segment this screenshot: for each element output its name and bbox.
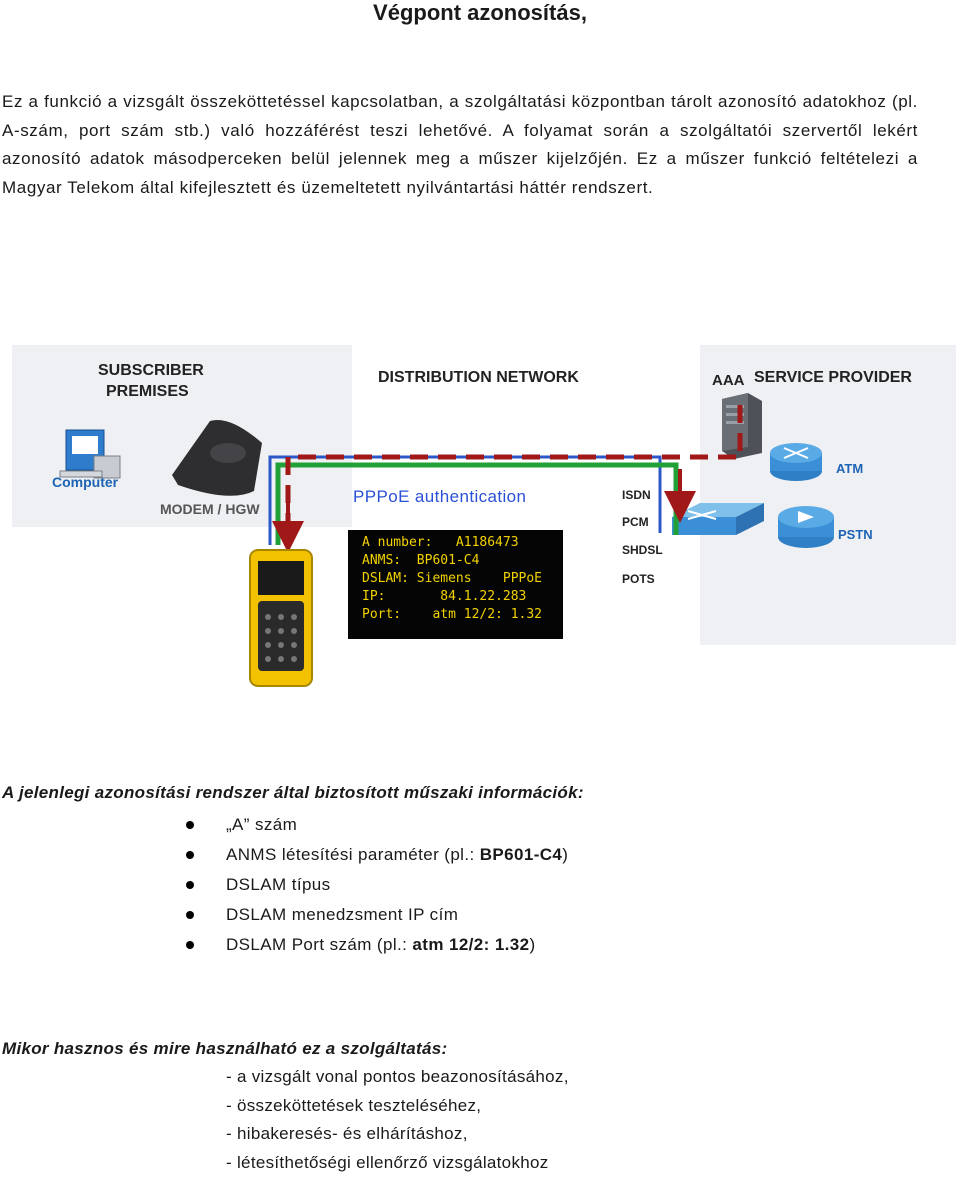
list-item: - a vizsgált vonal pontos beazonosításáh… — [226, 1063, 569, 1092]
bullet-icon — [186, 821, 194, 829]
lcd-dslam: DSLAM: Siemens PPPoE — [362, 570, 563, 588]
info-dslam-type: DSLAM típus — [226, 870, 331, 900]
aaa-label: AAA — [712, 372, 745, 389]
bullet-icon — [186, 851, 194, 859]
info-anms-example: BP601-C4 — [480, 845, 563, 864]
info-anms-prefix: ANMS létesítési paraméter (pl.: — [226, 845, 480, 864]
list-item: - hibakeresés- és elhárításhoz, — [226, 1120, 569, 1149]
pstn-router-icon — [778, 506, 834, 548]
atm-label: ATM — [836, 461, 863, 476]
handheld-tester-icon — [250, 550, 312, 686]
bullet-icon — [186, 911, 194, 919]
info-heading: A jelenlegi azonosítási rendszer által b… — [2, 783, 584, 803]
pppoe-label: PPPoE authentication — [353, 487, 526, 507]
modem-label: MODEM / HGW — [160, 501, 260, 517]
list-item: „A” szám — [0, 810, 960, 840]
lcd-ip: IP: 84.1.22.283 — [362, 588, 563, 606]
pcm-label: PCM — [622, 515, 649, 529]
intro-paragraph: Ez a funkció a vizsgált összeköttetéssel… — [2, 88, 918, 202]
info-dslam-ip: DSLAM menedzsment IP cím — [226, 900, 458, 930]
bullet-icon — [186, 881, 194, 889]
usage-list: - a vizsgált vonal pontos beazonosításáh… — [226, 1063, 569, 1177]
list-item: - létesíthetőségi ellenőrző vizsgálatokh… — [226, 1149, 569, 1177]
atm-router-icon — [770, 443, 822, 481]
page-title: Végpont azonosítás, — [0, 0, 960, 26]
info-port-suffix: ) — [530, 935, 536, 954]
lcd-port: Port: atm 12/2: 1.32 — [362, 606, 563, 624]
lcd-anms: ANMS: BP601-C4 — [362, 552, 563, 570]
shdsl-label: SHDSL — [622, 543, 663, 557]
list-item: DSLAM típus — [0, 870, 960, 900]
list-item: - összeköttetések teszteléséhez, — [226, 1092, 569, 1121]
computer-label: Computer — [52, 474, 119, 490]
distribution-heading: DISTRIBUTION NETWORK — [378, 369, 579, 386]
lcd-readout: A number: A1186473 ANMS: BP601-C4 DSLAM:… — [348, 530, 563, 639]
bullet-icon — [186, 941, 194, 949]
info-port-prefix: DSLAM Port szám (pl.: — [226, 935, 412, 954]
isdn-label: ISDN — [622, 488, 651, 502]
list-item: DSLAM menedzsment IP cím — [0, 900, 960, 930]
info-list: „A” szám ANMS létesítési paraméter (pl.:… — [0, 810, 960, 960]
provider-heading: SERVICE PROVIDER — [754, 369, 912, 386]
provider-panel — [700, 345, 956, 645]
pstn-label: PSTN — [838, 527, 873, 542]
lcd-a-number: A number: A1186473 — [362, 534, 563, 552]
info-port-example: atm 12/2: 1.32 — [412, 935, 529, 954]
info-anms: ANMS létesítési paraméter (pl.: BP601-C4… — [226, 840, 568, 870]
info-port: DSLAM Port szám (pl.: atm 12/2: 1.32) — [226, 930, 536, 960]
network-diagram: SUBSCRIBER PREMISES DISTRIBUTION NETWORK… — [0, 335, 960, 735]
usage-heading: Mikor hasznos és mire használható ez a s… — [2, 1039, 447, 1059]
subscriber-heading-2: PREMISES — [106, 383, 189, 400]
info-a-szam: „A” szám — [226, 810, 297, 840]
info-anms-suffix: ) — [562, 845, 568, 864]
list-item: DSLAM Port szám (pl.: atm 12/2: 1.32) — [0, 930, 960, 960]
list-item: ANMS létesítési paraméter (pl.: BP601-C4… — [0, 840, 960, 870]
pots-label: POTS — [622, 572, 655, 586]
subscriber-heading-1: SUBSCRIBER — [98, 362, 204, 379]
